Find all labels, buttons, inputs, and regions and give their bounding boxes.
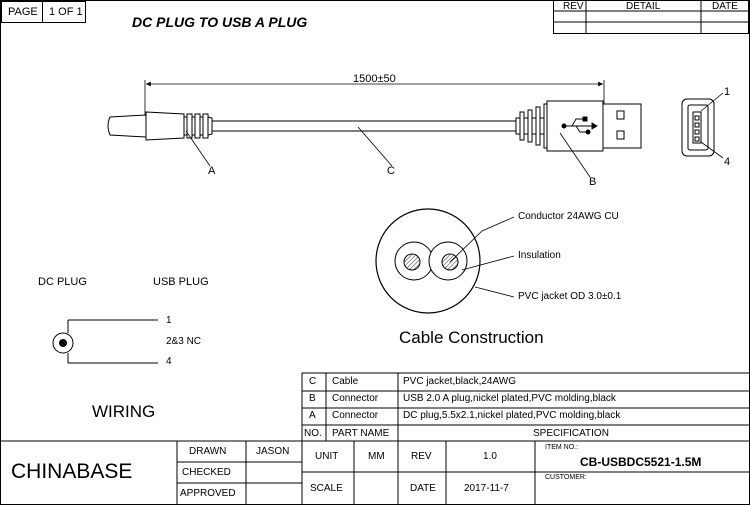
parts-header-name: PART NAME [332, 428, 390, 439]
drawn-label: DRAWN [189, 446, 227, 457]
rev-value: 1.0 [483, 451, 497, 462]
wiring-nc: 2&3 NC [166, 336, 202, 347]
dc-plug-drawing [107, 111, 213, 141]
revision-table [553, 0, 749, 34]
cable-drawing [212, 120, 516, 132]
insulation-label: Insulation [518, 250, 561, 261]
part-row-a-name: Connector [332, 410, 379, 421]
title-block-grid [0, 440, 749, 504]
callout-a: A [208, 165, 216, 177]
drawing-title: DC PLUG TO USB A PLUG [132, 14, 308, 30]
jacket-label: PVC jacket OD 3.0±0.1 [518, 291, 622, 302]
item-no-label: ITEM NO.: [545, 444, 579, 451]
length-label: 1500±50 [353, 73, 396, 85]
rev-label: REV [411, 451, 432, 462]
part-row-c-name: Cable [332, 376, 359, 387]
unit-value: MM [368, 451, 385, 462]
part-row-b-no: B [309, 393, 316, 404]
page-value-cell [42, 1, 86, 23]
wiring-pin-4: 4 [166, 356, 172, 367]
cable-cross-section [375, 208, 481, 314]
wiring-pin-1: 1 [166, 315, 172, 326]
cable-construction-title: Cable Construction [399, 328, 544, 347]
date-header: DATE [712, 1, 738, 12]
part-row-b-name: Connector [332, 393, 379, 404]
drawn-value: JASON [256, 446, 290, 457]
part-row-a-spec: DC plug,5.5x2.1,nickel plated,PVC moldin… [403, 410, 621, 421]
parts-header-spec: SPECIFICATION [533, 428, 609, 439]
page-label: PAGE [8, 6, 38, 18]
callout-leaders [185, 126, 591, 178]
wiring-usb-plug-label: USB PLUG [153, 276, 209, 288]
page-value: 1 OF 1 [49, 6, 83, 18]
wiring-dc-plug-label: DC PLUG [38, 276, 87, 288]
date-label: DATE [410, 483, 436, 494]
conductor-label: Conductor 24AWG CU [518, 211, 619, 222]
usb-pin-4: 4 [724, 156, 731, 168]
wiring-diagram [52, 319, 158, 364]
usb-pin-1: 1 [724, 86, 731, 98]
callout-c: C [387, 165, 395, 177]
date-value: 2017-11-7 [464, 483, 509, 494]
unit-label: UNIT [315, 451, 339, 462]
revision-grid [553, 0, 749, 34]
cross-section-leaders [449, 216, 515, 298]
part-row-c-no: C [309, 376, 317, 387]
company-name: CHINABASE [11, 460, 133, 483]
part-row-a-no: A [309, 410, 316, 421]
item-no-value: CB-USBDC5521-1.5M [580, 455, 702, 469]
parts-header-no: NO. [304, 428, 322, 439]
detail-header: DETAIL [626, 1, 661, 12]
rev-header: REV [563, 1, 584, 12]
customer-label: CUSTOMER: [545, 474, 587, 481]
usb-symbol [561, 116, 598, 135]
callout-b: B [589, 176, 597, 188]
approved-label: APPROVED [180, 488, 236, 499]
parts-table-grid [301, 372, 749, 441]
wiring-title: WIRING [92, 402, 156, 421]
part-row-c-spec: PVC jacket,black,24AWG [403, 376, 517, 387]
length-dimension [144, 80, 605, 118]
checked-label: CHECKED [182, 467, 231, 478]
scale-label: SCALE [310, 483, 343, 494]
usb-end-view [681, 98, 715, 157]
part-row-b-spec: USB 2.0 A plug,nickel plated,PVC molding… [403, 393, 616, 404]
